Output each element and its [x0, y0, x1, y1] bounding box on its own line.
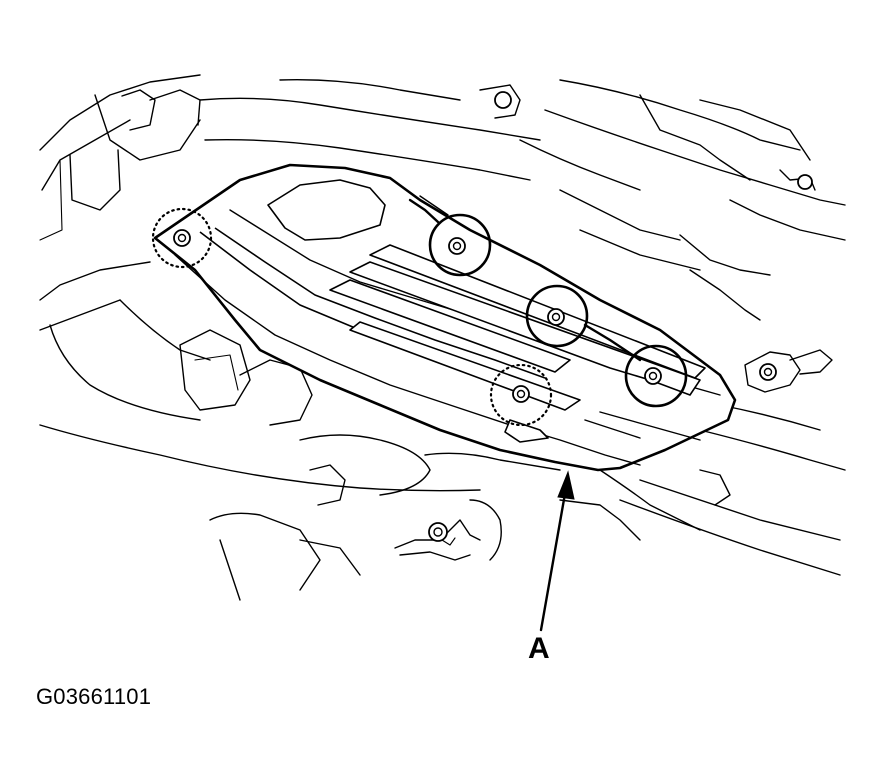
- bolt-marker-2: [525, 284, 589, 348]
- bolt-marker-3: [624, 344, 688, 408]
- callout-label-a: A: [528, 632, 550, 665]
- bolt-marker-1: [428, 213, 492, 277]
- figure-code: G03661101: [36, 684, 152, 709]
- bolt-marker-dotted-1: [151, 207, 213, 269]
- callout-arrow: [539, 470, 575, 632]
- chassis-background: [39, 74, 846, 601]
- bolt-marker-dotted-2: [489, 363, 553, 427]
- splash-shield: [153, 163, 737, 472]
